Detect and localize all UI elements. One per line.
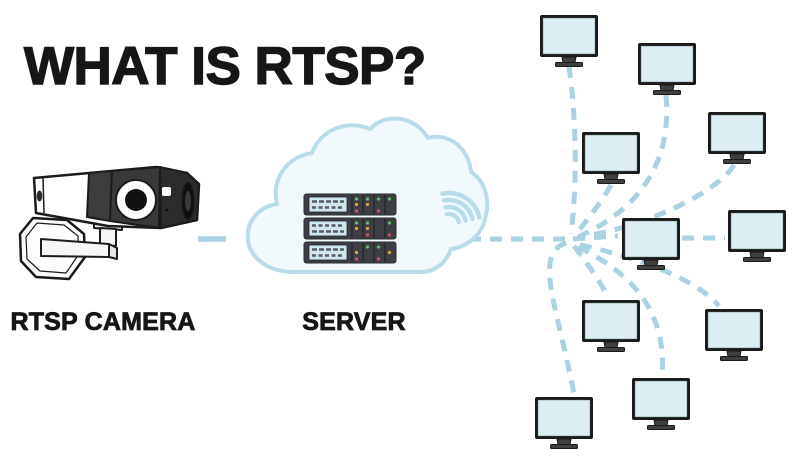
stream-line-monitor-a	[566, 65, 578, 235]
stream-lines	[198, 65, 737, 395]
client-monitor-icon	[581, 131, 641, 184]
stream-line-monitor-f	[572, 233, 619, 242]
stream-line-monitor-g	[572, 244, 611, 300]
client-monitor-icon	[534, 396, 594, 449]
client-monitor-icon	[704, 308, 764, 361]
rack-unit	[303, 217, 397, 240]
camera-label: RTSP CAMERA	[10, 308, 196, 337]
server-rack-icon	[303, 193, 397, 264]
client-monitor-icon	[727, 209, 787, 262]
cloud-server-icon	[245, 116, 490, 274]
client-monitor-icon	[631, 377, 691, 430]
stream-line-monitor-j	[547, 240, 577, 395]
client-monitor-icon	[581, 299, 641, 352]
client-monitor-icon	[539, 14, 599, 67]
stream-line-monitor-c	[579, 163, 737, 240]
camera-mount-arm	[40, 238, 110, 258]
server-label: SERVER	[302, 308, 406, 337]
rack-unit	[303, 193, 397, 216]
client-monitor-icon	[621, 217, 681, 270]
stream-line-monitor-b	[576, 94, 670, 240]
rtsp-camera-icon	[18, 165, 201, 281]
client-monitor-icon	[707, 111, 767, 164]
page-title: WHAT IS RTSP?	[23, 37, 427, 96]
wifi-signal-icon	[440, 190, 482, 225]
rack-unit	[303, 241, 397, 264]
stream-line-monitor-d	[575, 183, 614, 235]
client-monitor-icon	[637, 42, 697, 95]
